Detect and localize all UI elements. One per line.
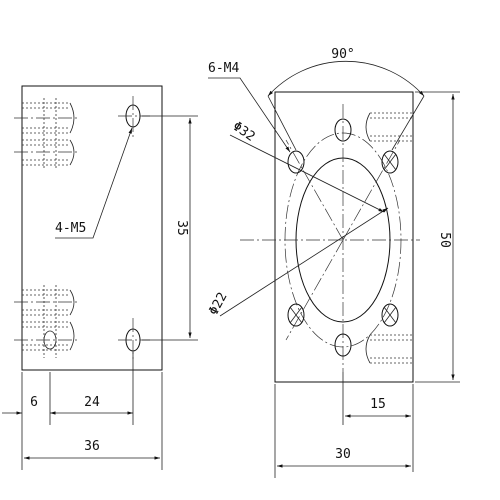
angle-90: 90° xyxy=(267,47,425,151)
dim-half-width-label: 15 xyxy=(370,397,386,412)
phi32-leader: Φ32 xyxy=(230,119,385,213)
right-view: 90° 6-M4 Φ32 Φ22 50 15 xyxy=(206,47,460,478)
hole-m4-upper-right xyxy=(381,150,399,174)
hole-m4-lower-left xyxy=(287,303,305,327)
dim-left-bottom: 6 24 36 xyxy=(2,352,163,470)
left-view: 4-M5 35 6 24 36 xyxy=(2,85,198,470)
dim-height-label: 50 xyxy=(437,232,452,248)
left-view-upper-threads xyxy=(14,98,80,170)
hole-m4-upper-left xyxy=(287,150,305,174)
m5-leader: 4-M5 xyxy=(55,127,133,239)
left-view-outline xyxy=(21,85,163,371)
left-view-m5-holes xyxy=(118,96,150,362)
dim-hole-spacing-label: 35 xyxy=(174,220,189,236)
dim-right-width: 30 xyxy=(274,384,411,478)
left-view-lower-threads xyxy=(14,285,80,358)
dim-half-width: 15 xyxy=(342,372,414,472)
m4-leader: 6-M4 xyxy=(208,61,291,153)
dim-left-width-label: 36 xyxy=(84,439,100,454)
dim-height: 50 xyxy=(415,91,460,383)
dim-edge-offset-label: 6 xyxy=(30,395,38,410)
m4-holes xyxy=(287,118,399,357)
hole-m4-top xyxy=(334,118,352,142)
dia-22-label: Φ22 xyxy=(206,290,230,318)
hole-m4-bottom xyxy=(334,333,352,357)
right-view-threads xyxy=(365,112,413,364)
dia-32-label: Φ32 xyxy=(230,119,258,145)
thread-m4-label: 6-M4 xyxy=(208,61,239,76)
hole-m4-lower-right xyxy=(381,303,399,327)
dim-hole-pitch-label: 24 xyxy=(84,395,100,410)
dim-hole-spacing: 35 xyxy=(142,115,198,341)
thread-m5-label: 4-M5 xyxy=(55,221,86,236)
angle-label: 90° xyxy=(331,47,354,62)
dim-right-width-label: 30 xyxy=(335,447,351,462)
